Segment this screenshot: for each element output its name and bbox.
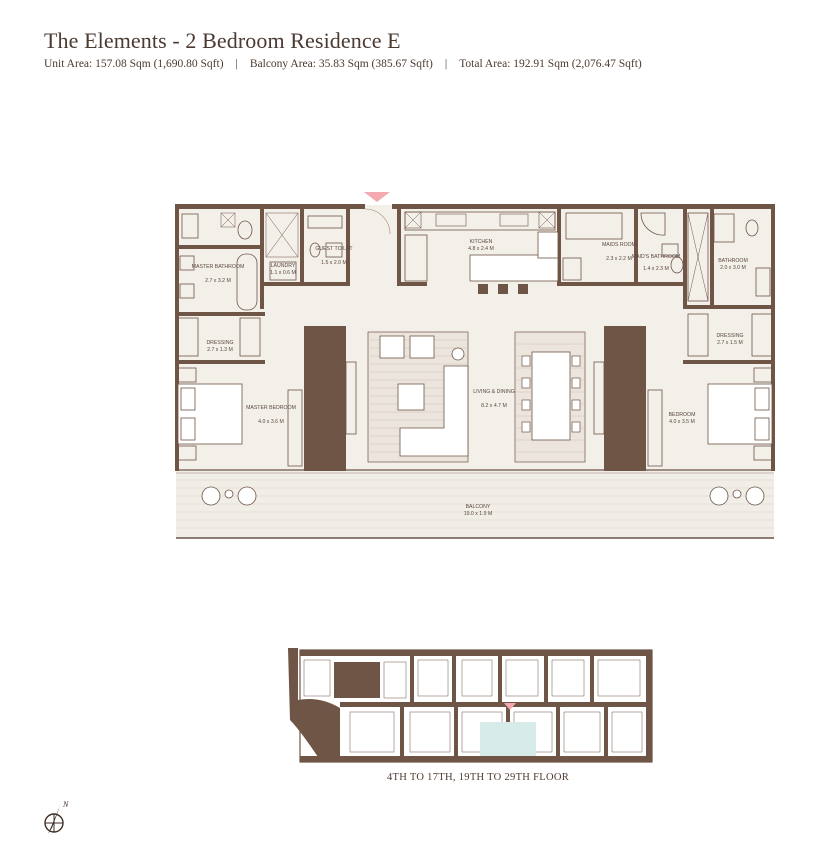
balcony-deck-lines bbox=[176, 479, 774, 529]
room-labels: KITCHEN 4.8 x 2.4 M GUEST TOILET 1.5 x 2… bbox=[192, 239, 748, 517]
interior-walls bbox=[175, 209, 775, 471]
laundry-size: 1.1 x 0.6 M bbox=[270, 270, 296, 276]
separator: | bbox=[235, 58, 238, 70]
kitchen-fixtures bbox=[404, 211, 559, 294]
balcony-furniture bbox=[201, 486, 765, 506]
outer-walls bbox=[175, 204, 775, 471]
dressing-right-size: 2.7 x 1.5 M bbox=[717, 340, 743, 346]
highlighted-unit bbox=[480, 722, 536, 756]
master-bathroom-size: 2.7 x 3.2 M bbox=[205, 278, 231, 284]
guest-toilet-size: 1.5 x 2.0 M bbox=[321, 260, 347, 266]
kitchen-size: 4.8 x 2.4 M bbox=[468, 246, 494, 252]
laundry-label: LAUNDRY bbox=[271, 263, 296, 269]
maids-bathroom-size: 1.4 x 2.3 M bbox=[643, 266, 669, 272]
master-bedroom-furniture bbox=[177, 361, 357, 467]
maids-bathroom-label: MAID'S BATHROOM bbox=[632, 254, 680, 260]
floor-range-label: 4TH TO 17TH, 19TH TO 29TH FLOOR bbox=[386, 772, 570, 783]
dining-furniture bbox=[514, 331, 586, 463]
bathroom-label: BATHROOM bbox=[718, 258, 748, 264]
living-dining-size: 8.2 x 4.7 M bbox=[481, 403, 507, 409]
master-bathroom-fixtures bbox=[177, 213, 261, 357]
key-plan bbox=[288, 648, 653, 763]
unit-floor bbox=[176, 205, 774, 470]
balcony-area: Balcony Area: 35.83 Sqm (385.67 Sqft) bbox=[249, 58, 433, 70]
master-bedroom-size: 4.0 x 3.6 M bbox=[258, 419, 284, 425]
shower-cross bbox=[220, 212, 299, 258]
north-label: N bbox=[62, 800, 69, 809]
key-plan-details bbox=[303, 659, 643, 753]
dressing-right-label: DRESSING bbox=[716, 333, 743, 339]
kitchen-label: KITCHEN bbox=[470, 239, 493, 245]
balcony-label: BALCONY bbox=[466, 504, 491, 510]
master-bathroom-label: MASTER BATHROOM bbox=[192, 264, 245, 270]
bedroom-size: 4.0 x 3.5 M bbox=[669, 419, 695, 425]
north-compass-icon: N bbox=[44, 800, 69, 834]
maids-fixtures bbox=[562, 212, 684, 281]
dressing-left-label: DRESSING bbox=[206, 340, 233, 346]
dressing-left-size: 2.7 x 1.3 M bbox=[207, 347, 233, 353]
unit-area: Unit Area: 157.08 Sqm (1,690.80 Sqft) bbox=[44, 58, 224, 70]
bedroom-furniture bbox=[593, 361, 773, 467]
total-area: Total Area: 192.91 Sqm (2,076.47 Sqft) bbox=[459, 58, 642, 70]
guest-toilet-label: GUEST TOILET bbox=[315, 246, 353, 252]
living-dining-label: LIVING & DINING bbox=[473, 389, 515, 395]
key-plan-podium bbox=[288, 648, 340, 760]
unit-plan: KITCHEN 4.8 x 2.4 M GUEST TOILET 1.5 x 2… bbox=[175, 192, 775, 539]
entry-marker bbox=[364, 192, 390, 202]
master-bedroom-label: MASTER BEDROOM bbox=[246, 405, 296, 411]
balcony-size: 19.0 x 1.9 M bbox=[464, 511, 493, 517]
bedroom-label: BEDROOM bbox=[669, 412, 696, 418]
area-summary: Unit Area: 157.08 Sqm (1,690.80 Sqft) | Ba… bbox=[44, 58, 642, 70]
maids-room-size: 2.3 x 2.2 M bbox=[606, 256, 632, 262]
separator: | bbox=[444, 58, 448, 70]
living-furniture bbox=[367, 331, 469, 463]
bathroom-size: 2.0 x 3.0 M bbox=[720, 265, 746, 271]
maids-room-label: MAIDS ROOM bbox=[602, 242, 636, 248]
guest-toilet-fixtures bbox=[269, 215, 343, 281]
right-bathroom-fixtures bbox=[687, 212, 773, 357]
entry-door-swing bbox=[364, 208, 391, 235]
page-title: The Elements - 2 Bedroom Residence E bbox=[44, 28, 401, 53]
key-plan-unit-marker bbox=[504, 703, 516, 710]
